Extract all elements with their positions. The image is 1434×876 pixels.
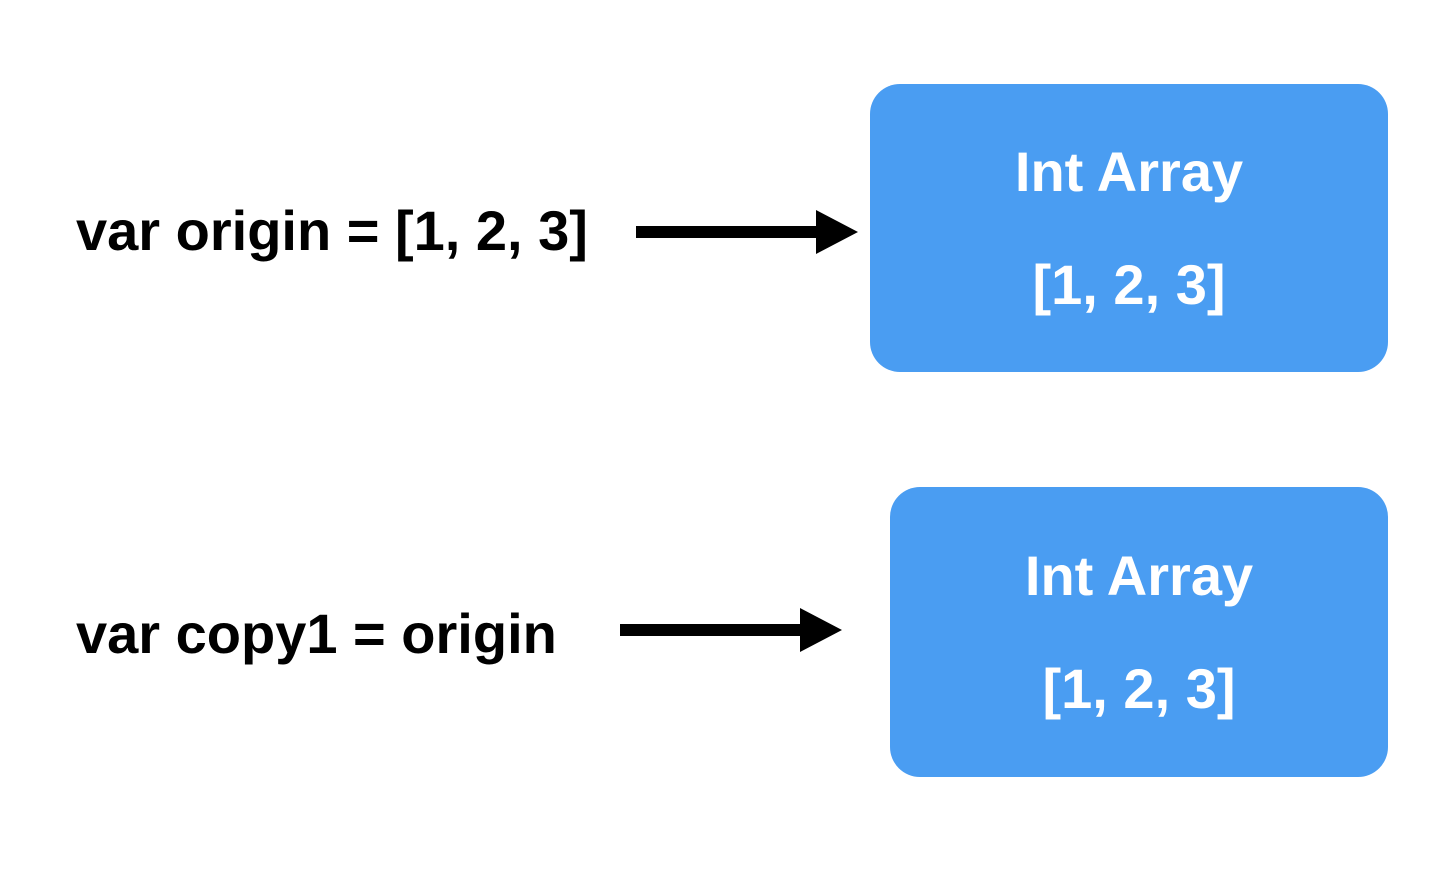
- code-label-copy1: var copy1 = origin: [76, 602, 557, 665]
- arrow-right-icon: [620, 608, 842, 652]
- box-title: Int Array: [1024, 543, 1254, 607]
- int-array-box: Int Array [1, 2, 3]: [870, 84, 1388, 372]
- code-label-origin: var origin = [1, 2, 3]: [76, 199, 588, 262]
- box-value: [1, 2, 3]: [1042, 656, 1236, 720]
- box-title: Int Array: [1014, 139, 1244, 203]
- arrow-right-icon: [636, 210, 858, 254]
- box-value: [1, 2, 3]: [1032, 252, 1226, 316]
- int-array-box: Int Array [1, 2, 3]: [890, 487, 1388, 777]
